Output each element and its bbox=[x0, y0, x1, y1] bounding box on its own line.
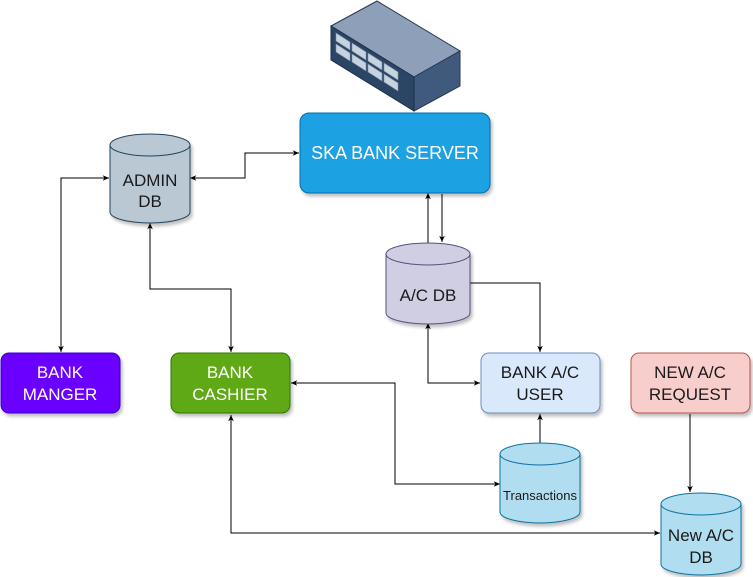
bank-cashier-node[interactable]: BANK CASHIER bbox=[170, 352, 291, 414]
bank-manager-label-1: BANK bbox=[37, 363, 84, 382]
ska-bank-server-node[interactable]: SKA BANK SERVER bbox=[299, 112, 491, 194]
edge-cashier-newdb bbox=[228, 415, 660, 536]
bank-manager-label-2: MANGER bbox=[23, 385, 98, 404]
edge-cashier-transactions bbox=[291, 380, 500, 487]
new-ac-request-node[interactable]: NEW A/C REQUEST bbox=[630, 352, 751, 414]
bank-manager-node[interactable]: BANK MANGER bbox=[0, 352, 121, 414]
server-label: SKA BANK SERVER bbox=[311, 143, 479, 163]
edge-acdb-user-bidir bbox=[425, 323, 480, 386]
bank-ac-user-node[interactable]: BANK A/C USER bbox=[480, 352, 601, 414]
transactions-db-node[interactable]: Transactions bbox=[499, 442, 581, 524]
edge-admin-db-manager bbox=[58, 175, 109, 352]
bank-cashier-label-2: CASHIER bbox=[192, 385, 268, 404]
edge-admin-db-cashier bbox=[147, 223, 234, 352]
bank-ac-user-label-1: BANK A/C bbox=[501, 363, 579, 382]
ac-db-node[interactable]: A/C DB bbox=[385, 242, 471, 325]
new-ac-db-label-1: New A/C bbox=[668, 526, 734, 545]
admin-db-node[interactable]: ADMIN DB bbox=[109, 133, 191, 224]
admin-db-label-2: DB bbox=[138, 192, 162, 211]
bank-cashier-label-1: BANK bbox=[207, 363, 254, 382]
edge-acdb-to-user bbox=[470, 282, 543, 352]
transactions-db-label: Transactions bbox=[503, 488, 577, 503]
admin-db-label-1: ADMIN bbox=[123, 171, 178, 190]
server-rack-icon bbox=[330, 0, 461, 112]
new-ac-request-label-2: REQUEST bbox=[649, 385, 731, 404]
new-ac-db-label-2: DB bbox=[689, 548, 713, 567]
edge-admin-db-server bbox=[190, 150, 299, 181]
new-ac-db-node[interactable]: New A/C DB bbox=[660, 492, 742, 576]
bank-ac-user-label-2: USER bbox=[516, 385, 563, 404]
ac-db-label: A/C DB bbox=[400, 286, 457, 305]
new-ac-request-label-1: NEW A/C bbox=[654, 363, 726, 382]
